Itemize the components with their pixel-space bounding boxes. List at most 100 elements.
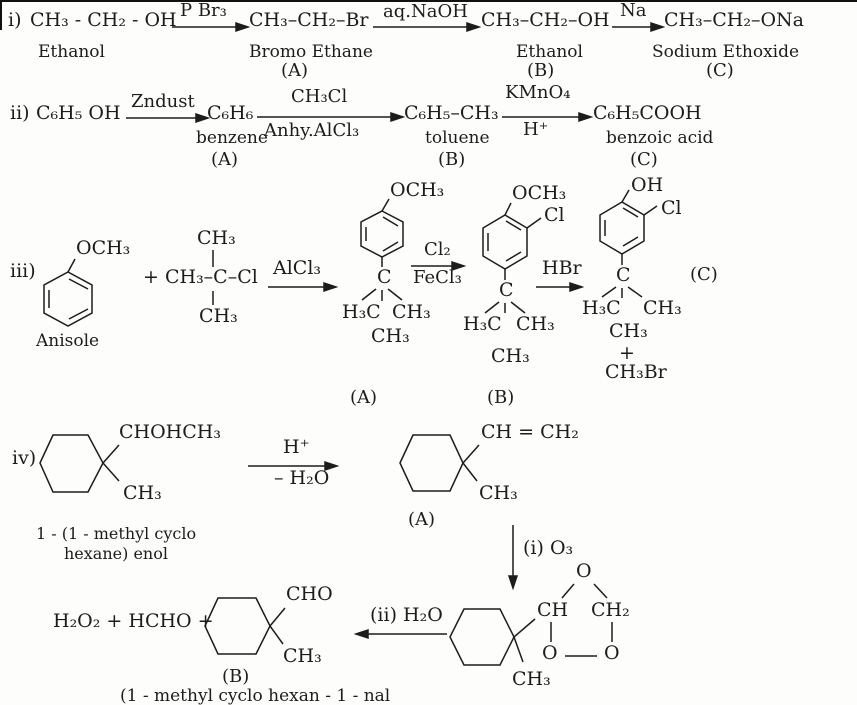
formula: CH₃–CH₂–OH xyxy=(481,9,610,31)
formula: C₆H₅COOH xyxy=(593,102,702,124)
compound-tag: (A) xyxy=(211,149,239,170)
formula: CH₃–CH₂–ONa xyxy=(664,9,804,31)
arrow-label: P Br₃ xyxy=(180,0,227,21)
arrow-label: KMnO₄ xyxy=(505,82,571,103)
formula: + CH₃–C–Cl xyxy=(143,266,258,288)
caption: Ethanol xyxy=(516,42,583,62)
substituent: CH₃ xyxy=(479,482,518,504)
compound-tag: (B) xyxy=(487,387,515,408)
caption: benzene xyxy=(196,128,268,148)
compound-tag: (A) xyxy=(350,387,378,408)
caption: benzoic acid xyxy=(606,128,714,148)
compound-tag: (A) xyxy=(281,60,309,81)
cyclohexane-ring-a xyxy=(400,435,479,491)
caption: toluene xyxy=(425,128,490,148)
item-number: iv) xyxy=(12,447,37,469)
formula: CH₃–CH₂–Br xyxy=(249,9,369,31)
substituent: CHOHCH₃ xyxy=(119,421,221,443)
benzene-ring-structure-a xyxy=(361,199,403,301)
substituent: CH₃ xyxy=(643,297,682,319)
down-arrow xyxy=(509,525,517,588)
atom: O xyxy=(604,642,620,664)
atom: C xyxy=(616,264,631,286)
substituent: CH₃ xyxy=(199,305,238,327)
atom: O xyxy=(576,560,592,582)
plus-sign: + xyxy=(619,342,635,364)
compound-tag: (B) xyxy=(222,666,250,687)
substituent: OCH₃ xyxy=(390,179,445,201)
compound-tag: (C) xyxy=(690,264,718,285)
ozonide-structure xyxy=(450,584,612,665)
formula: CH₃Br xyxy=(605,361,667,383)
substituent: H₃C xyxy=(342,301,381,323)
formula: CH₃ - CH₂ - OH xyxy=(30,9,177,31)
formula: C₆H₅ OH xyxy=(36,102,121,124)
caption: 1 - (1 - methyl cyclo xyxy=(36,524,197,543)
caption: Anisole xyxy=(36,331,100,351)
scan-edge-left xyxy=(0,0,2,30)
arrow-label: Na xyxy=(620,0,647,21)
formula: C₆H₆ xyxy=(207,102,254,124)
substituent: CH₃ xyxy=(491,345,530,367)
cyclohexane-ring-b xyxy=(205,598,285,654)
formula: H₂O₂ + HCHO + xyxy=(53,610,214,632)
substituent: OCH₃ xyxy=(512,182,567,204)
arrow-label: H⁺ xyxy=(283,436,310,458)
compound-tag: (B) xyxy=(527,60,555,81)
caption: Sodium Ethoxide xyxy=(652,42,800,62)
benzene-ring-structure-b xyxy=(483,203,541,313)
atom: O xyxy=(542,642,558,664)
substituent: Cl xyxy=(661,197,682,219)
item-number: i) xyxy=(8,9,22,31)
substituent: H₃C xyxy=(582,297,621,319)
left-arrow xyxy=(356,630,447,638)
atom: C xyxy=(377,266,392,288)
substituent: H₃C xyxy=(463,313,502,335)
substituent: Cl xyxy=(544,204,565,226)
reaction-arrow xyxy=(126,113,591,122)
substituent: CH₃ xyxy=(516,313,555,335)
substituent: CH₃ xyxy=(283,645,322,667)
arrow-label: (i) O₃ xyxy=(523,537,574,559)
arrow-label: (ii) H₂O xyxy=(370,604,443,626)
arrow-label: CH₃Cl xyxy=(291,86,348,107)
reaction-arrow xyxy=(172,23,663,31)
substituent: OH xyxy=(631,174,664,196)
arrow-label: AlCl₃ xyxy=(273,257,322,279)
compound-tag: (C) xyxy=(630,149,658,170)
substituent: CH = CH₂ xyxy=(481,421,579,443)
reaction-arrow xyxy=(248,462,337,470)
benzene-ring-structure-c xyxy=(600,190,657,298)
caption: Ethanol xyxy=(38,42,105,62)
caption: Bromo Ethane xyxy=(249,42,373,62)
substituent: CH₃ xyxy=(371,325,410,347)
arrow-label: – H₂O xyxy=(274,467,330,489)
arrow-label: FeCl₃ xyxy=(413,267,462,288)
substituent: CH₃ xyxy=(392,301,431,323)
substituent: CHO xyxy=(286,583,333,605)
substituent: CH₃ xyxy=(197,227,236,249)
caption: hexane) enol xyxy=(64,544,168,563)
reaction-arrow xyxy=(268,262,582,291)
arrow-label: Cl₂ xyxy=(424,239,451,260)
substituent: CH₃ xyxy=(512,668,551,690)
arrow-label: Anhy.AlCl₃ xyxy=(264,120,360,141)
compound-tag: (A) xyxy=(408,509,436,530)
substituent: OCH₃ xyxy=(76,237,131,259)
cyclohexane-ring-enol xyxy=(40,435,119,492)
formula: C₆H₅–CH₃ xyxy=(404,102,499,124)
item-number: iii) xyxy=(10,260,36,282)
atom-group: CH xyxy=(537,599,569,621)
compound-tag: (C) xyxy=(706,60,734,81)
arrow-label: H⁺ xyxy=(523,119,549,140)
arrow-label: aq.NaOH xyxy=(383,1,468,22)
scan-edge-top xyxy=(0,0,857,2)
atom-group: CH₂ xyxy=(591,599,630,621)
arrow-label: HBr xyxy=(542,257,582,279)
caption: (1 - methyl cyclo hexan - 1 - nal xyxy=(120,686,391,705)
substituent: CH₃ xyxy=(609,320,648,342)
benzene-ring-anisole xyxy=(44,259,92,326)
arrow-label: Zndust xyxy=(131,91,195,112)
